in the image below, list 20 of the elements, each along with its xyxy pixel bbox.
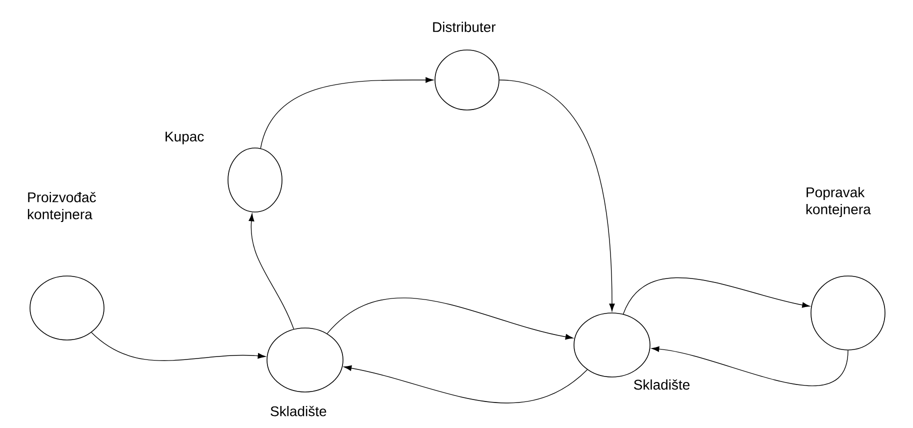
arrow <box>326 298 574 340</box>
node-label: Skladište <box>270 406 326 416</box>
ellipse-node <box>806 187 886 350</box>
node-label: Kupac <box>166 132 204 144</box>
arrow <box>344 365 588 404</box>
arrow <box>260 77 434 149</box>
arrow <box>622 277 810 314</box>
arrow <box>91 332 266 361</box>
node-label: Distributer <box>433 22 496 32</box>
ellipse-node <box>28 192 104 340</box>
ellipse-node <box>166 132 282 212</box>
ellipse-node <box>266 328 344 416</box>
ellipse-node <box>574 312 690 390</box>
arrow <box>651 346 848 386</box>
arrow <box>248 213 294 330</box>
node-label: Skladište <box>634 379 690 390</box>
node-label: Popravak kontejnera <box>806 187 871 218</box>
arrow <box>499 80 615 312</box>
node-label: Proizvođač kontejnera <box>28 192 96 222</box>
ellipse-node <box>433 22 500 110</box>
